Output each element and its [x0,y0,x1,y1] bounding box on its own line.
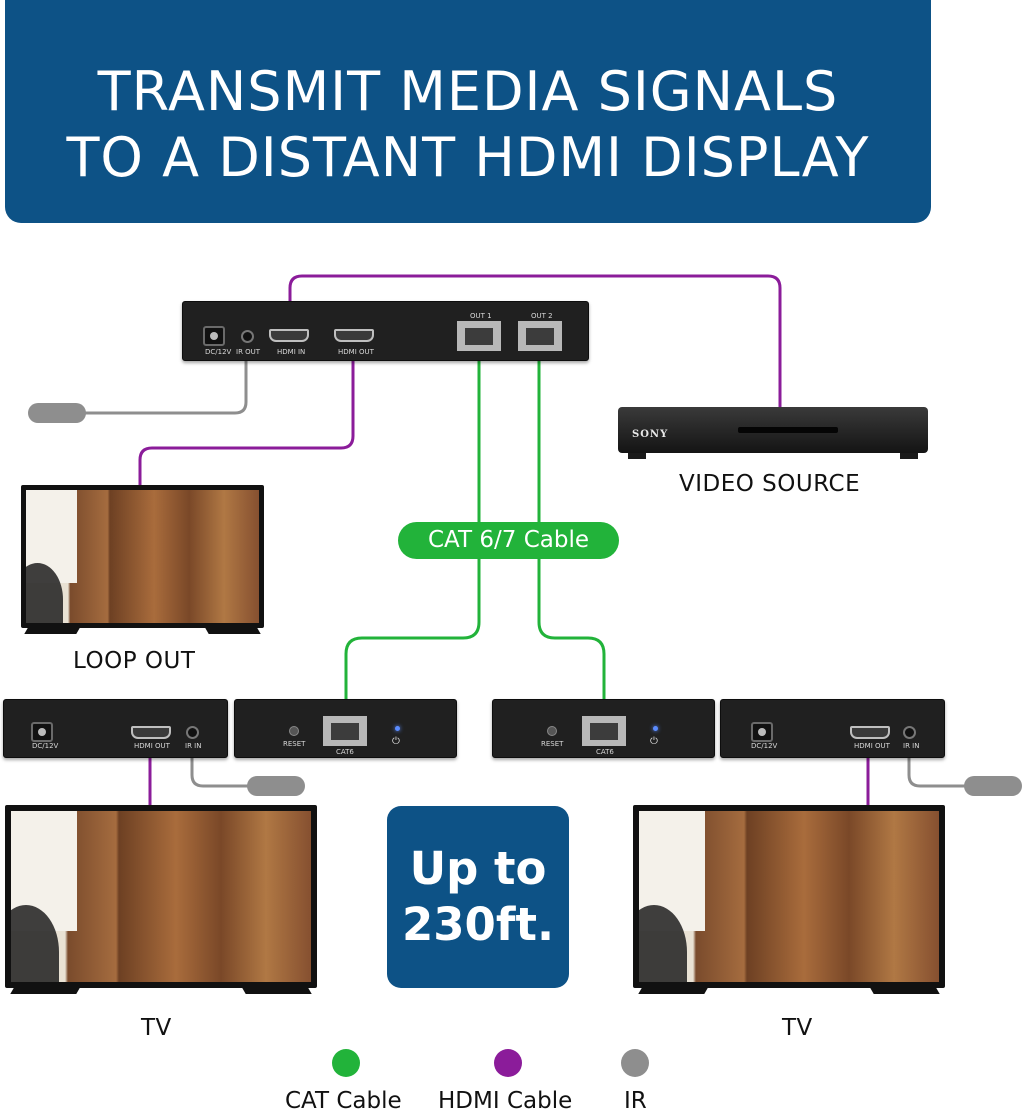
dc-label: DC/12V [205,348,232,356]
out1-label: OUT 1 [470,312,492,320]
video-source-label: VIDEO SOURCE [679,471,861,497]
power-icon: ⏻ [650,736,658,747]
title-line-2: TO A DISTANT HDMI DISPLAY [66,126,870,189]
ir-out-label: IR OUT [236,348,261,356]
out2-port [518,321,562,351]
receiver-right-cat-port [582,716,626,746]
receiver-left-led [395,726,400,731]
hdmi-in-port [269,329,309,342]
ir-cable-left [190,757,250,788]
receiver-left-ir-jack [186,726,199,739]
ir-out-jack [241,330,254,343]
dvd-player: SONY [618,407,928,459]
tv-right-screen [639,811,939,982]
cat-cable-label: CAT 6/7 Cable [398,522,619,559]
dc-power-jack [203,326,225,346]
legend-ir-label: IR [624,1088,647,1114]
range-line-2: 230ft. [401,898,555,951]
hdmi-cable-loop [138,360,355,487]
receiver-right-cat-label: CAT6 [596,748,614,756]
ir-emitter-right [964,776,1022,796]
receiver-right-led [653,726,658,731]
receiver-right-reset-button [547,726,557,736]
receiver-left-dc-label: DC/12V [32,742,59,750]
tv-left [5,805,317,988]
receiver-output-right: DC/12V HDMI OUT IR IN [720,699,945,758]
receiver-right-ir-label: IR IN [903,742,920,750]
receiver-right-ir-jack [903,726,916,739]
dvd-brand: SONY [632,429,669,440]
loop-out-tv-screen [26,490,259,623]
receiver-left-reset-button [289,726,299,736]
legend-ir-dot [621,1049,649,1077]
range-badge: Up to 230ft. [387,806,569,988]
legend-hdmi-dot [494,1049,522,1077]
receiver-right-dc-jack [751,722,773,742]
receiver-left-hdmi-label: HDMI OUT [134,742,170,750]
ir-cable-right [907,757,968,788]
legend-hdmi-label: HDMI Cable [438,1088,573,1114]
legend-cat-label: CAT Cable [285,1088,402,1114]
receiver-left-dc-jack [31,722,53,742]
cat-cable-2 [537,352,606,699]
ir-cable-transmitter [82,360,248,415]
receiver-left-ir-label: IR IN [185,742,202,750]
receiver-right-hdmi-port [850,726,890,739]
loop-out-tv [21,485,264,628]
receiver-left-hdmi-port [131,726,171,739]
tv-right-label: TV [782,1015,813,1041]
hdmi-in-label: HDMI IN [277,348,306,356]
tv-right [633,805,945,988]
tv-left-label: TV [141,1015,172,1041]
receiver-left-cat-label: CAT6 [336,748,354,756]
title-banner: TRANSMIT MEDIA SIGNALS TO A DISTANT HDMI… [5,0,931,223]
receiver-left-cat-port [323,716,367,746]
ir-emitter-transmitter [28,403,86,423]
tv-left-screen [11,811,311,982]
cat-cable-1 [344,352,481,699]
title-line-1: TRANSMIT MEDIA SIGNALS [97,60,839,123]
power-icon: ⏻ [392,736,400,747]
receiver-right-reset-label: RESET [541,740,564,748]
receiver-left-reset-label: RESET [283,740,306,748]
ir-emitter-left [247,776,305,796]
receiver-right-hdmi-label: HDMI OUT [854,742,890,750]
receiver-input-right: RESET CAT6 ⏻ [492,699,715,758]
receiver-right-dc-label: DC/12V [751,742,778,750]
range-line-1: Up to [409,842,547,895]
out2-label: OUT 2 [531,312,553,320]
loop-out-label: LOOP OUT [73,648,196,674]
out1-port [457,321,501,351]
hdmi-out-port [334,329,374,342]
receiver-output-left: DC/12V HDMI OUT IR IN [3,699,228,758]
legend-cat-dot [332,1049,360,1077]
hdmi-cable-source [288,274,782,410]
hdmi-out-label: HDMI OUT [338,348,374,356]
receiver-input-left: RESET CAT6 ⏻ [234,699,457,758]
transmitter-unit: DC/12V IR OUT HDMI IN HDMI OUT OUT 1 OUT… [182,301,589,361]
